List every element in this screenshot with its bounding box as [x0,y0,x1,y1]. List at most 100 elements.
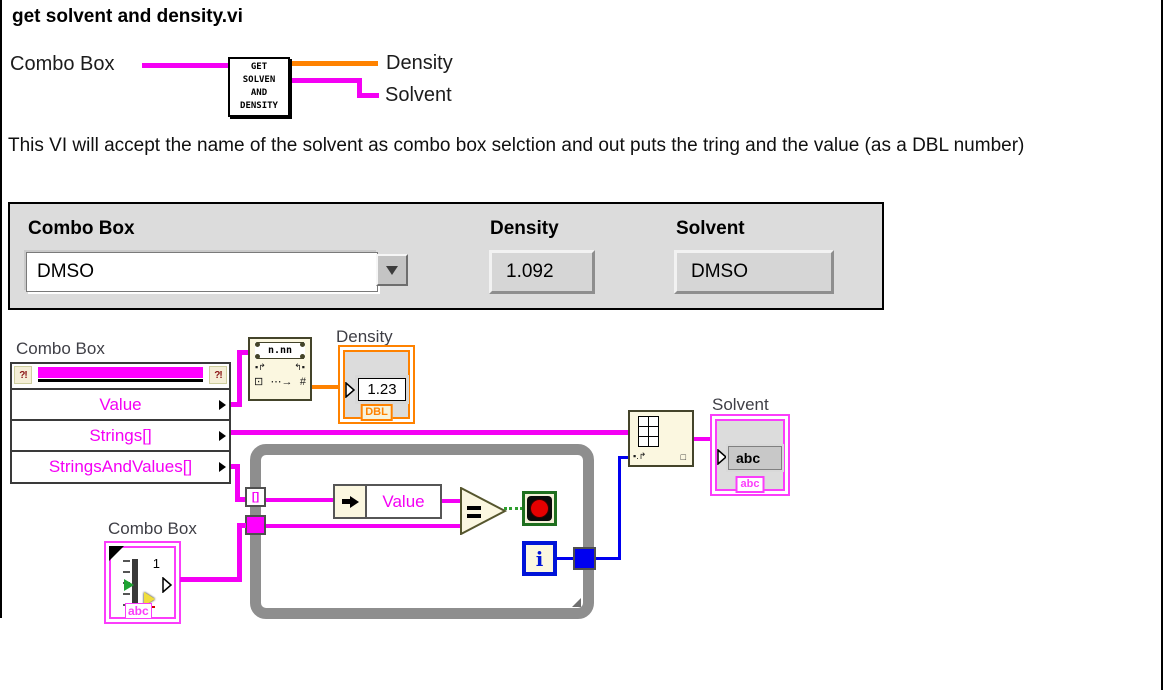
density-display: 1.23 [358,378,406,401]
wire-density-out [292,61,378,66]
slider-track-icon [132,559,138,609]
offset-in-icon: ▪↱ [255,362,266,372]
page-title: get solvent and density.vi [12,6,243,27]
wire-element-to-solvent [694,437,711,441]
label-corner-icon [109,546,124,561]
fp-solvent-label: Solvent [676,218,745,239]
refnum-icon: ?! [209,366,227,384]
offset-out-icon: ↰▪ [294,362,305,372]
array-in-icon: ▪.↱ [633,451,647,461]
default-input-icon: ⊡ [254,376,264,388]
output-triangle-icon [162,577,172,593]
wire-value-h1 [231,402,242,407]
input-triangle-icon [345,382,355,398]
vi-icon-line: DENSITY [240,101,278,111]
output-arrow-icon [219,462,226,472]
wire-solvent-out-v [357,78,362,98]
property-row-value: Value [12,390,229,421]
slider-pointer-icon [124,579,134,591]
connector-solvent-label: Solvent [385,84,452,106]
wire-bool-to-stop [504,507,523,510]
string-tunnel [245,515,266,535]
wire-const-h2 [237,523,246,528]
property-node-ref-row: ?! ?! [12,364,229,390]
wire-dbl-to-density [312,385,340,389]
vi-icon-line: GET [250,62,268,72]
fp-density-label: Density [490,218,559,239]
wire-tunnel-to-unbundle [266,498,333,502]
iteration-terminal: i [522,541,557,576]
wire-int-h1 [596,557,621,560]
fp-solvent-value: DMSO [674,250,834,294]
property-row-stringsandvalues: StringsAndValues[] [12,452,229,482]
property-row-strings: Strings[] [12,421,229,452]
property-node-label: Combo Box [16,339,105,358]
while-loop [250,444,594,619]
fp-combo-input[interactable]: DMSO [26,252,378,292]
fract-string-to-number-node: n.nn ▪↱ ↰▪ ⊡ ⋯→ # [248,337,312,401]
coercion-arrow-icon [144,592,155,606]
vi-description: This VI will accept the name of the solv… [8,135,1025,156]
combo-constant-value: 1 [152,556,160,571]
autoindex-tunnel: [] [245,487,266,507]
output-arrow-icon [219,430,226,441]
property-row-label: Strings[] [89,425,152,445]
equals-node [460,487,508,535]
wire-value-v [237,350,242,407]
connector-input-label: Combo Box [10,53,115,75]
wire-sav-h2 [235,497,248,502]
wire-strings-array [231,430,630,435]
page-right-border [1161,0,1163,690]
wire-solvent-out-h1 [292,78,362,83]
array-grid-icon [638,416,659,447]
page-left-border [0,0,2,618]
unbundle-field: Value [367,486,440,517]
solvent-terminal-label: Solvent [712,395,769,414]
number-out-icon: # [299,375,306,388]
index-array-node: ▪.↱ □ [628,410,694,467]
loop-resize-notch [572,598,581,607]
vi-icon-line: AND [250,88,268,98]
wire-int-v [618,456,621,560]
dbl-type-tag: DBL [360,404,393,421]
wire-const-v [237,523,242,582]
unbundle-by-name-node: Value [333,484,442,519]
int-tunnel [573,547,596,570]
solvent-display: abc [728,446,782,470]
fp-density-value: 1.092 [489,250,595,294]
fp-combo-label: Combo Box [28,218,135,239]
wire-sav-v [235,464,240,502]
density-terminal-label: Density [336,327,393,346]
wire-tunnel-to-equals [266,524,462,528]
solvent-terminal: abc abc [710,414,790,496]
refnum-icon: ?! [14,366,32,384]
property-row-label: Value [99,394,142,414]
refnum-wire-bar [38,367,203,378]
property-node: ?! ?! Value Strings[] StringsAndValues[] [10,362,231,484]
input-triangle-icon [717,449,727,465]
refnum-underline [38,379,203,382]
autoindex-glyph: [] [251,491,260,503]
stop-icon [530,499,549,518]
unbundle-arrow-icon [335,486,367,517]
density-terminal: 1.23 DBL [338,345,415,424]
fp-combo-dropdown-button[interactable] [376,254,408,286]
front-panel: Combo Box DMSO Density 1.092 Solvent DMS… [8,202,884,310]
wire-combo-to-icon [142,63,228,68]
string-type-tag: abc [125,603,152,619]
wire-solvent-out-h2 [357,93,379,98]
property-row-label: StringsAndValues[] [48,457,193,476]
iteration-glyph: i [535,546,544,571]
vi-icon-line: SOLVEN [242,75,276,85]
wire-value-h2 [237,350,248,355]
wire-unbundle-to-equals [442,499,462,503]
convert-arrow-icon: ⋯→ [270,376,293,388]
stop-button-terminal [522,491,557,526]
index-in-icon: □ [680,452,686,462]
wire-i-to-tunnel [557,557,573,560]
string-type-tag: abc [735,476,765,493]
output-arrow-icon [219,399,226,410]
connector-density-label: Density [386,52,453,74]
wire-int-h2 [618,456,630,459]
